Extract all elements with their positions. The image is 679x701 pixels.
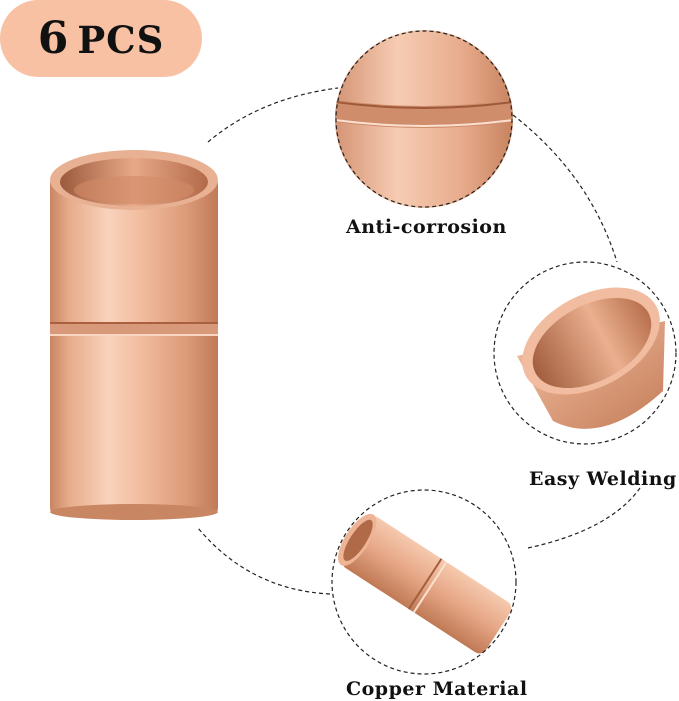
detail-circle-copper-material [331, 489, 517, 675]
feature-label-anti-corrosion: Anti-corrosion [346, 216, 507, 238]
feature-label-easy-welding: Easy Welding [529, 468, 677, 490]
quantity-unit: PCS [77, 18, 165, 62]
quantity-count: 6 [37, 13, 70, 64]
copper-material-closeup [331, 489, 517, 675]
detail-circle-anti-corrosion [335, 30, 513, 208]
detail-circle-easy-welding [493, 261, 677, 445]
feature-label-copper-material: Copper Material [346, 678, 528, 700]
anti-corrosion-closeup [335, 30, 513, 208]
easy-welding-closeup [493, 261, 677, 445]
